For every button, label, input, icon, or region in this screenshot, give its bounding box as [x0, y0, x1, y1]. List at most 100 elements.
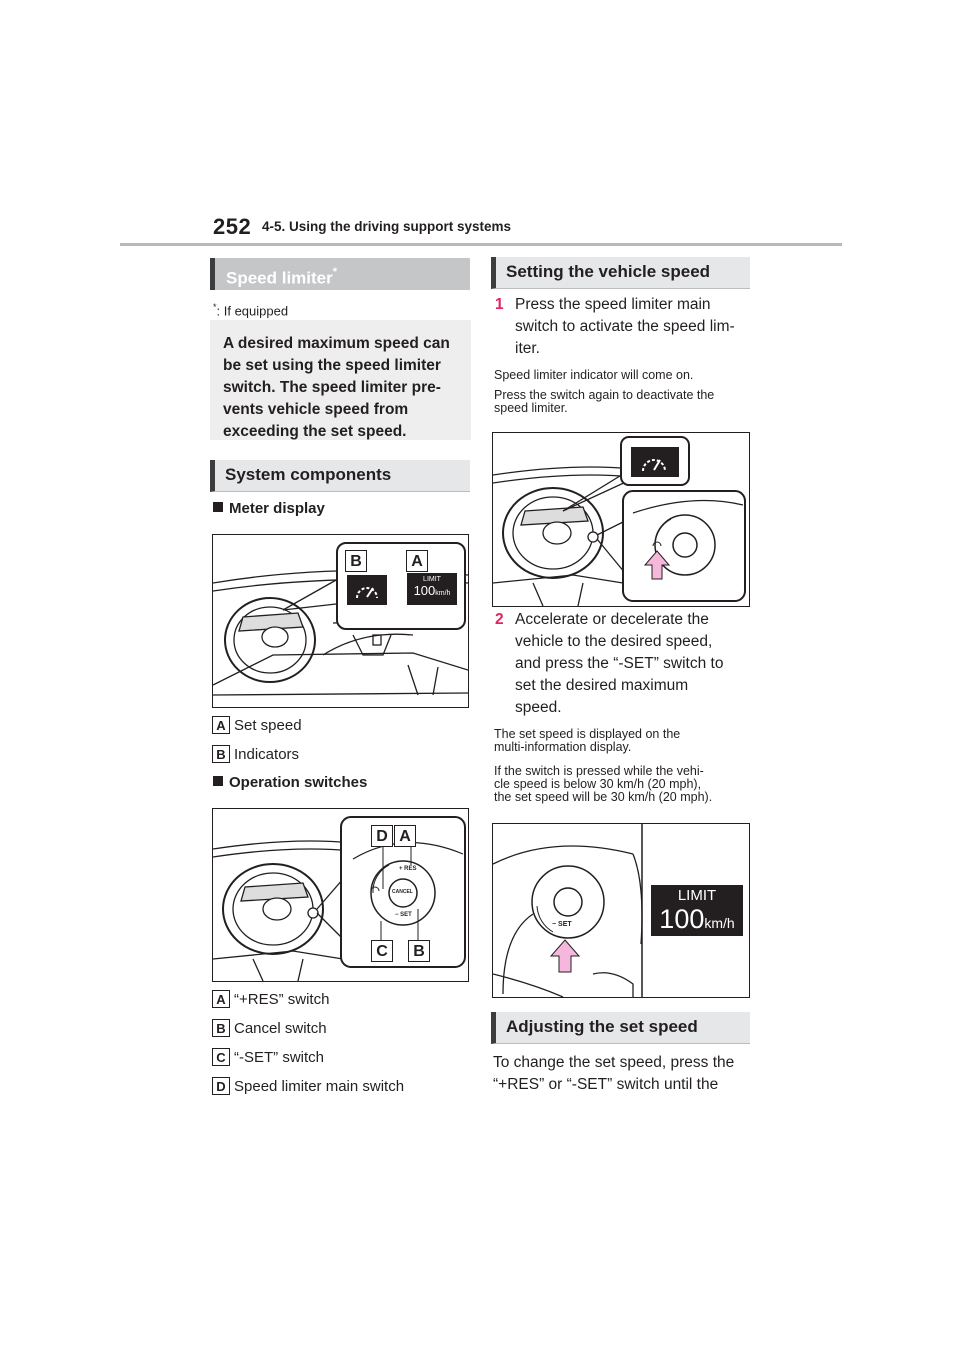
cancel-label: CANCEL: [392, 889, 413, 895]
summary-line: vents vehicle speed from: [223, 401, 409, 418]
section-heading-text: System components: [225, 465, 392, 484]
section-heading-setting-speed: Setting the vehicle speed: [491, 257, 750, 289]
limit-indicator: LIMIT 100km/h: [651, 885, 743, 936]
section-heading-mark: *: [332, 266, 338, 278]
step1-note: Press the switch again to deactivate the…: [494, 389, 754, 415]
paragraph-line: “+RES” or “-SET” switch until the: [493, 1076, 719, 1093]
callout-c: C: [371, 940, 393, 962]
adjust-paragraph: To change the set speed, press the “+RES…: [493, 1052, 755, 1096]
callout-b: B: [408, 940, 430, 962]
main-switch-illustration: [493, 436, 746, 606]
step-number: 2: [495, 611, 504, 628]
limit-value: 100: [659, 904, 705, 934]
section-heading-adjusting: Adjusting the set speed: [491, 1012, 750, 1044]
set-text: SET: [400, 912, 412, 918]
summary-line: exceeding the set speed.: [223, 423, 407, 440]
meter-display-illustration: [213, 542, 468, 696]
chapter-title: 4-5. Using the driving support systems: [262, 219, 512, 234]
summary-line: A desired maximum speed can: [223, 335, 450, 352]
note-line: speed limiter.: [494, 401, 568, 415]
step-line: Press the speed limiter main: [515, 296, 711, 313]
step-line: iter.: [515, 340, 540, 357]
legend-label: Cancel switch: [234, 1020, 327, 1037]
note-line: Speed limiter indicator will come on.: [494, 368, 694, 382]
step-line: Accelerate or decelerate the: [515, 611, 709, 628]
note-line: Press the switch again to deactivate the: [494, 388, 715, 402]
summary-line: switch. The speed limiter pre-: [223, 379, 441, 396]
set-switch-figure: − SET LIMIT 100km/h: [492, 823, 750, 998]
limit-value: 100: [413, 583, 436, 598]
legend-item: A“+RES” switch: [212, 990, 329, 1010]
limit-unit: km/h: [704, 915, 735, 931]
legend-label: Set speed: [234, 717, 302, 734]
callout-d: D: [371, 825, 393, 847]
badge: B: [212, 1019, 230, 1037]
limit-unit: km/h: [435, 590, 451, 597]
operation-switches-illustration: [213, 816, 466, 981]
footnote: *: If equipped: [213, 302, 288, 318]
step2-note: If the switch is pressed while the vehi-…: [494, 765, 754, 804]
callout-b: B: [345, 550, 367, 572]
page-number: 252: [213, 214, 252, 239]
step-line: vehicle to the desired speed,: [515, 633, 713, 650]
meter-display-figure: B A LIMIT 100km/h: [212, 534, 469, 708]
step-line: switch to activate the speed lim-: [515, 318, 735, 335]
legend-label: “-SET” switch: [234, 1049, 324, 1066]
callout-a: A: [406, 550, 428, 572]
header-divider: [120, 243, 842, 246]
set-label: − SET: [395, 912, 412, 918]
footnote-text: : If equipped: [216, 303, 289, 319]
section-heading-speed-limiter: Speed limiter*: [210, 258, 470, 290]
square-bullet-icon: [213, 502, 223, 512]
badge: A: [212, 716, 230, 734]
section-heading-text: Adjusting the set speed: [506, 1017, 698, 1036]
footnote-mark: *: [213, 302, 217, 312]
step-line: and press the “-SET” switch to: [515, 655, 724, 672]
set-switch-illustration: [493, 824, 743, 997]
paragraph-line: To change the set speed, press the: [493, 1054, 735, 1071]
note-line: The set speed is displayed on the: [494, 727, 681, 741]
limit-word: LIMIT: [423, 576, 441, 583]
set-text: SET: [558, 921, 572, 928]
note-line: the set speed will be 30 km/h (20 mph).: [494, 790, 713, 804]
note-line: If the switch is pressed while the vehi-: [494, 764, 704, 778]
subheading-text: Meter display: [229, 500, 325, 517]
step-line: set the desired maximum: [515, 677, 689, 694]
res-label: + RES: [399, 866, 417, 872]
limit-word: LIMIT: [677, 887, 717, 904]
subheading-text: Operation switches: [229, 774, 368, 791]
square-bullet-icon: [213, 776, 223, 786]
legend-label: Speed limiter main switch: [234, 1078, 405, 1095]
limit-indicator: LIMIT 100km/h: [407, 576, 457, 601]
summary-line: be set using the speed limiter: [223, 357, 441, 374]
legend-item: C“-SET” switch: [212, 1048, 324, 1068]
step2-note: The set speed is displayed on the multi-…: [494, 728, 754, 754]
step-1: 1 Press the speed limiter main switch to…: [495, 294, 755, 360]
legend-label: “+RES” switch: [234, 991, 330, 1008]
subheading-operation-switches: Operation switches: [213, 774, 367, 791]
section-heading-text: Setting the vehicle speed: [506, 262, 711, 281]
summary-box: A desired maximum speed can be set using…: [210, 320, 471, 440]
callout-a: A: [394, 825, 416, 847]
step-number: 1: [495, 296, 504, 313]
section-heading-text: Speed limiter: [226, 268, 333, 288]
step-2: 2 Accelerate or decelerate the vehicle t…: [495, 609, 755, 719]
res-text: RES: [404, 866, 417, 872]
badge: B: [212, 745, 230, 763]
legend-label: Indicators: [234, 746, 300, 763]
main-switch-figure: [492, 432, 750, 607]
operation-switches-figure: D A C B + RES CANCEL − SET: [212, 808, 469, 982]
section-heading-system-components: System components: [210, 460, 470, 492]
badge: C: [212, 1048, 230, 1066]
step1-note: Speed limiter indicator will come on.: [494, 369, 754, 382]
badge: D: [212, 1077, 230, 1095]
subheading-meter-display: Meter display: [213, 500, 325, 517]
step-line: speed.: [515, 699, 562, 716]
set-label: − SET: [552, 921, 572, 928]
note-line: cle speed is below 30 km/h (20 mph),: [494, 777, 702, 791]
note-line: multi-information display.: [494, 740, 632, 754]
